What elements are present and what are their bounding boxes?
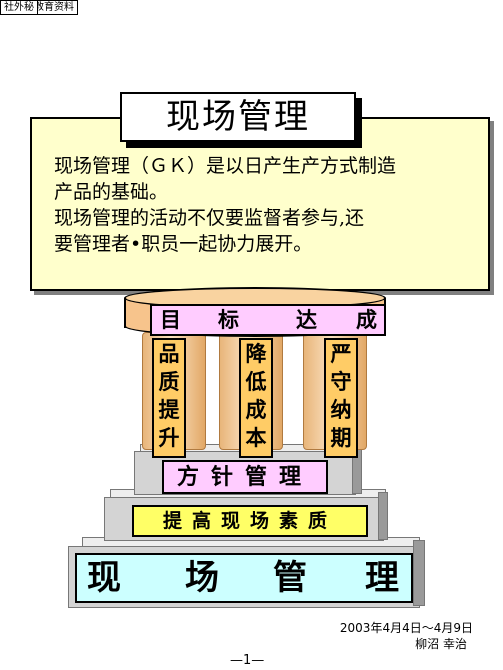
- intro-line: 要管理者•职员一起协力展开。: [54, 233, 313, 255]
- pillar-char: 提: [158, 397, 180, 422]
- pillar-char: 守: [330, 369, 352, 394]
- improve-site-quality-label: 提高现场素质: [132, 505, 368, 537]
- pillar-label-cost: 降 低 成 本: [239, 338, 273, 458]
- pillar-char: 严: [330, 341, 352, 366]
- middle-stone-side: [378, 492, 388, 540]
- date-range: 2003年4月4日～4月9日: [339, 621, 473, 635]
- pillar-char: 升: [158, 425, 180, 450]
- confidential-tag: 社外秘: [0, 0, 38, 15]
- policy-management-label: 方针管理: [162, 460, 328, 494]
- base-stone-side: [413, 540, 425, 606]
- doc-category-text: 部长用教育资料: [4, 2, 74, 13]
- base-char: 理: [365, 558, 399, 598]
- pillar-char: 低: [245, 369, 267, 394]
- intro-line: 现场管理的活动不仅要监督者参与,还: [54, 207, 365, 229]
- pillar-char: 期: [330, 425, 352, 450]
- goal-char: 达: [296, 307, 317, 332]
- author-name: 柳沼 幸治: [415, 637, 467, 651]
- pillar-char: 降: [245, 341, 267, 366]
- confidential-text: 社外秘: [4, 2, 34, 13]
- intro-text: 现场管理（ＧＫ）是以日产生产方式制造 产品的基础。 现场管理的活动不仅要监督者参…: [54, 153, 488, 257]
- base-char: 场: [185, 558, 219, 598]
- pillar-char: 本: [245, 425, 267, 450]
- pillar-char: 成: [245, 397, 267, 422]
- goal-label: 目 标 达 成: [150, 304, 386, 336]
- pillar-char: 纳: [330, 397, 352, 422]
- goal-char: 标: [218, 307, 239, 332]
- page-number: —1—: [230, 653, 265, 668]
- pillar-label-delivery: 严 守 纳 期: [324, 338, 358, 458]
- base-char: 管: [273, 558, 307, 598]
- base-char: 现: [87, 558, 121, 598]
- goal-char: 目: [160, 307, 181, 332]
- pillar-char: 质: [158, 369, 180, 394]
- intro-line: 产品的基础。: [54, 181, 169, 203]
- pillar-label-quality: 品 质 提 升: [152, 338, 186, 458]
- goal-char: 成: [356, 307, 377, 332]
- page-title: 现场管理: [120, 92, 356, 142]
- site-management-label: 现 场 管 理: [75, 553, 413, 603]
- pillar-char: 品: [158, 341, 180, 366]
- intro-line: 现场管理（ＧＫ）是以日产生产方式制造: [54, 155, 397, 177]
